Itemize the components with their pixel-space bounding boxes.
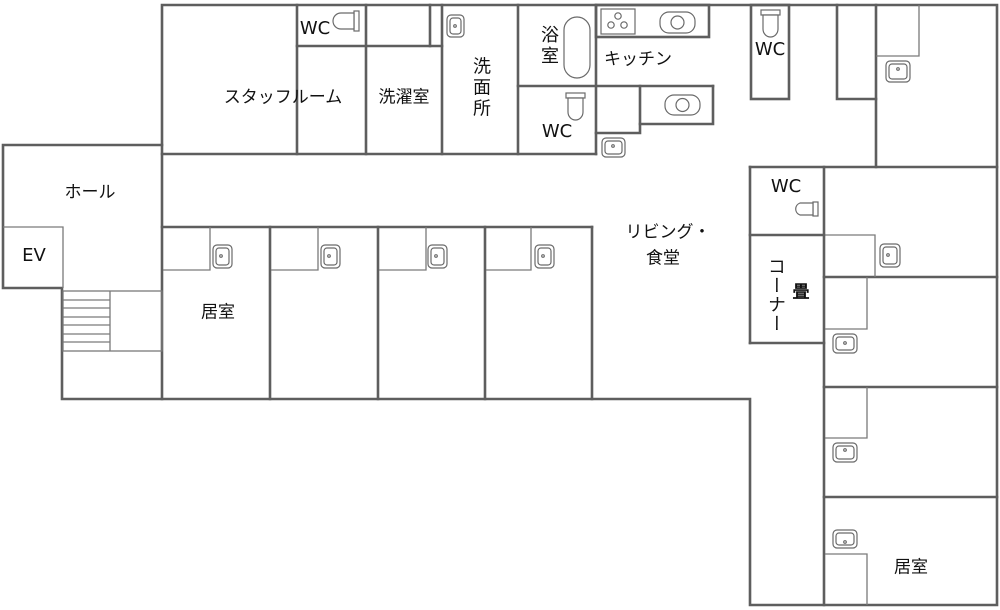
toilet-icon <box>795 201 819 217</box>
label-laundry: 洗濯室 <box>378 87 430 108</box>
label-elevator: EV <box>22 245 46 266</box>
label-bedroom-left: 居室 <box>201 302 235 323</box>
sink-icon <box>832 333 858 354</box>
sink-icon <box>212 244 233 269</box>
label-tatami: 畳 <box>792 282 810 303</box>
label-wc-living: WC <box>770 176 802 197</box>
label-kitchen: キッチン <box>604 49 672 70</box>
sink-icon <box>879 243 901 268</box>
sink-icon <box>885 60 911 83</box>
label-staff-room: スタッフルーム <box>223 87 343 108</box>
label-tatami-corner: コーナー <box>765 257 786 333</box>
closets <box>163 5 920 605</box>
toilet-icon <box>565 92 586 121</box>
kitchen-sink-icon <box>659 11 696 34</box>
sink-icon <box>832 442 858 463</box>
label-living-line2: 食堂 <box>646 248 680 269</box>
stairs <box>62 290 163 352</box>
kitchen-sink-icon <box>664 94 701 116</box>
sink-icon <box>427 244 448 269</box>
sink-icon <box>832 529 858 549</box>
label-bath: 浴室 <box>538 25 559 67</box>
sink-icon <box>320 244 341 269</box>
bedroom-row-walls <box>160 225 594 401</box>
stove-icon <box>600 8 636 35</box>
sink-icon <box>601 137 626 158</box>
right-wing-walls <box>748 165 999 607</box>
bathtub-icon <box>563 16 591 79</box>
label-wc-staff: WC <box>299 18 331 39</box>
toilet-icon <box>332 10 360 32</box>
sink-icon <box>446 14 465 38</box>
label-hall: ホール <box>64 182 116 203</box>
label-wc-top-right: WC <box>754 39 786 60</box>
label-wc-bath: WC <box>541 121 573 142</box>
elevator-shaft <box>3 226 64 288</box>
label-washroom: 洗面所 <box>470 56 491 120</box>
toilet-icon <box>760 9 781 38</box>
sink-icons <box>212 14 911 549</box>
sink-icon <box>534 244 555 269</box>
label-bedroom-right: 居室 <box>894 557 928 578</box>
label-living-line1: リビング・ <box>625 222 711 243</box>
top-row-walls <box>160 3 878 401</box>
building-outline <box>1 3 999 607</box>
